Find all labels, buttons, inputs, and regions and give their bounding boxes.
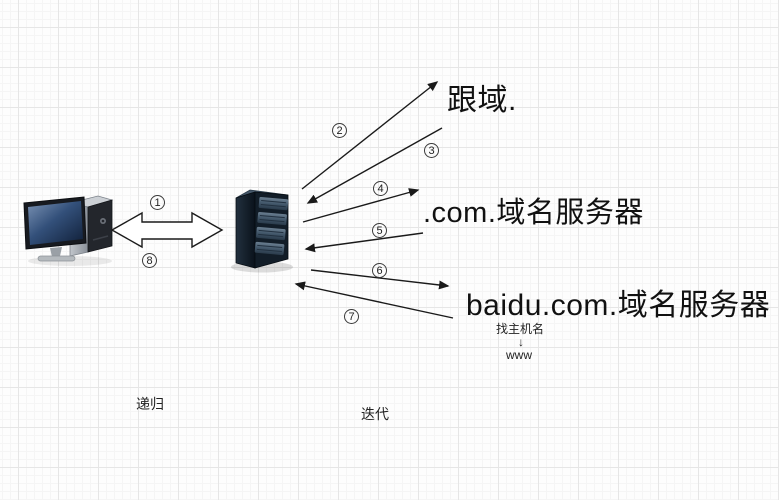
step-4-badge: 4 xyxy=(373,181,388,196)
recursive-query-double-arrow xyxy=(110,211,224,249)
step-5-badge: 5 xyxy=(372,223,387,238)
find-hostname-label: 找主机名 xyxy=(496,322,545,336)
arrow-step7-response-baidu xyxy=(294,281,454,319)
arrow-step6-query-baidu xyxy=(310,269,450,290)
hostname-www-label: www xyxy=(506,348,532,362)
step-2-badge: 2 xyxy=(332,123,347,138)
down-arrow-glyph: ↓ xyxy=(518,335,524,349)
step-3-badge: 3 xyxy=(424,143,439,158)
recursive-label: 递归 xyxy=(136,396,164,412)
root-domain-label: 跟域. xyxy=(447,84,517,117)
step-8-badge: 8 xyxy=(142,253,157,268)
desktop-computer-icon xyxy=(23,195,114,266)
iterative-label: 迭代 xyxy=(361,406,389,422)
step-6-badge: 6 xyxy=(372,263,387,278)
arrow-step2-query-root xyxy=(301,81,439,190)
arrow-step4-query-com xyxy=(302,188,420,223)
arrow-step5-response-com xyxy=(304,232,424,253)
com-domain-server-label: .com.域名服务器 xyxy=(423,197,644,229)
baidu-domain-server-label: baidu.com.域名服务器 xyxy=(466,289,771,322)
step-7-badge: 7 xyxy=(344,309,359,324)
step-1-badge: 1 xyxy=(150,195,165,210)
server-rack-icon xyxy=(231,189,293,273)
arrow-step3-response-root xyxy=(306,127,443,204)
server-drive-bays xyxy=(254,197,289,256)
